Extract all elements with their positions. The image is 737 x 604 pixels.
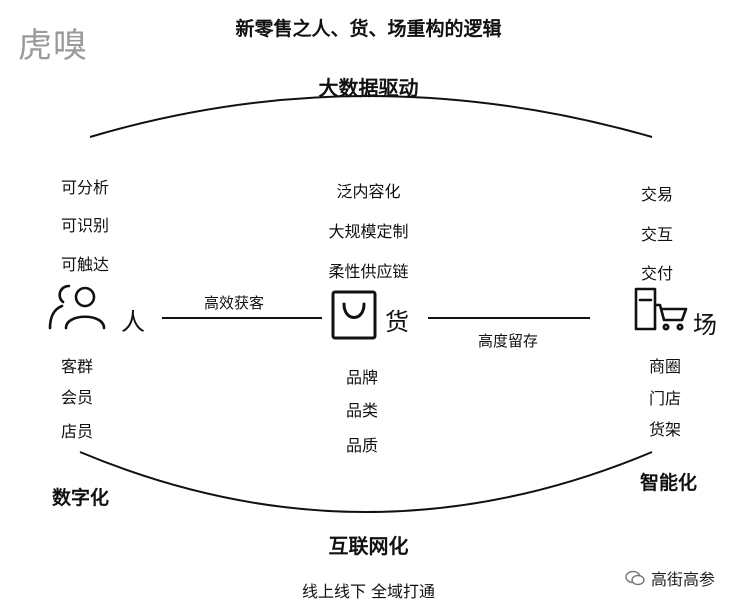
digitalization-label: 数字化 <box>52 487 110 509</box>
store-cart-icon <box>634 287 688 331</box>
place-upper-item: 交易 <box>641 185 674 204</box>
goods-lower-item: 品质 <box>346 436 379 455</box>
huxiu-logo: 虎嗅 <box>18 26 88 66</box>
watermark: 高街高参 <box>625 566 715 590</box>
person-goods-link-label: 高效获客 <box>204 294 265 312</box>
person-upper-item: 可分析 <box>61 178 110 197</box>
diagram-title: 新零售之人、货、场重构的逻辑 <box>235 18 502 40</box>
top-arc <box>89 95 653 138</box>
person-lower-item: 会员 <box>61 388 94 407</box>
person-upper-item: 可触达 <box>61 255 110 274</box>
goods-lower-item: 品牌 <box>346 368 379 387</box>
intelligentization-label: 智能化 <box>640 472 698 494</box>
goods-upper-item: 泛内容化 <box>336 182 401 201</box>
goods-label: 货 <box>385 308 409 336</box>
place-lower-item: 货架 <box>649 420 682 439</box>
goods-upper-item: 大规模定制 <box>328 222 409 241</box>
place-upper-item: 交付 <box>641 264 674 283</box>
bottom-caption: 线上线下 全域打通 <box>301 582 436 601</box>
watermark-text: 高街高参 <box>650 570 715 589</box>
bottom-arc-label: 互联网化 <box>328 534 409 558</box>
people-icon <box>48 284 106 330</box>
place-lower-item: 商圈 <box>649 357 682 376</box>
place-lower-item: 门店 <box>649 389 682 408</box>
person-label: 人 <box>121 308 145 336</box>
place-label: 场 <box>693 311 717 339</box>
person-lower-item: 店员 <box>61 422 94 441</box>
place-upper-item: 交互 <box>641 225 674 244</box>
wechat-icon <box>625 570 645 586</box>
person-upper-item: 可识别 <box>61 216 110 235</box>
shopping-bag-icon <box>331 290 377 340</box>
bottom-arc <box>79 451 653 513</box>
goods-place-link-label: 高度留存 <box>478 332 539 350</box>
goods-upper-item: 柔性供应链 <box>328 262 409 281</box>
top-arc-label: 大数据驱动 <box>318 76 419 100</box>
person-lower-item: 客群 <box>61 357 94 376</box>
goods-lower-item: 品类 <box>346 401 379 420</box>
